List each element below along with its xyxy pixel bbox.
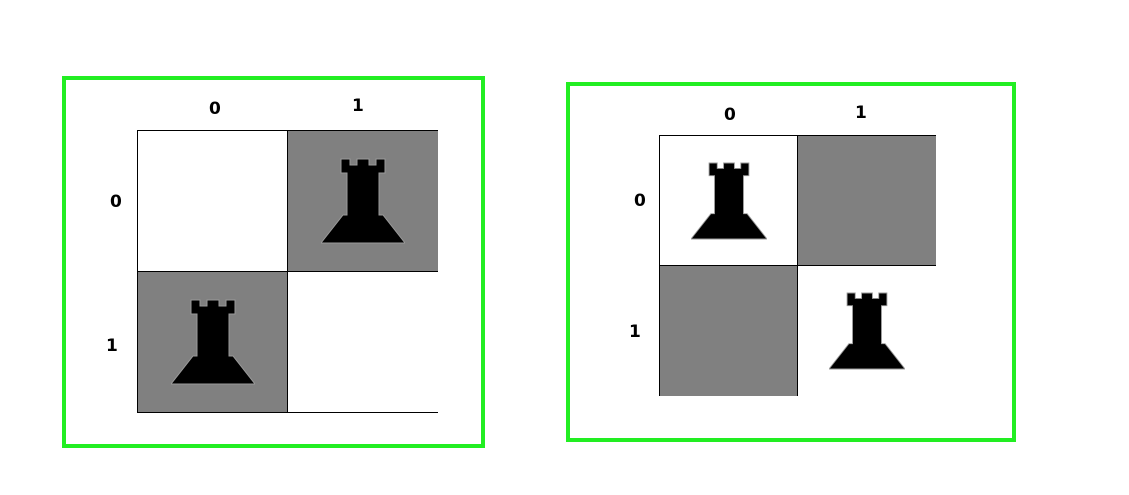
right-cell-1-0 (660, 266, 797, 396)
right-col-label-1: 1 (855, 103, 867, 123)
right-row-label-0: 0 (634, 191, 646, 211)
rook-icon (690, 162, 767, 239)
right-col-label-0: 0 (724, 105, 736, 125)
rook-icon (829, 292, 905, 370)
left-col-label-1: 1 (352, 96, 364, 116)
right-board-frame (566, 82, 1016, 442)
left-row-label-0: 0 (110, 192, 122, 212)
left-board-frame (62, 76, 485, 448)
left-row-label-1: 1 (106, 336, 118, 356)
left-col-label-0: 0 (209, 99, 221, 119)
right-cell-1-1 (798, 266, 936, 396)
left-cell-0-1 (288, 131, 438, 271)
right-row-label-1: 1 (629, 322, 641, 342)
left-cell-1-1 (288, 272, 438, 412)
rook-icon (321, 158, 405, 244)
right-cell-0-1 (798, 136, 936, 265)
left-cell-1-0 (138, 272, 287, 412)
right-chess-board (659, 135, 936, 396)
rook-icon (170, 299, 255, 385)
left-chess-board (137, 130, 438, 413)
left-cell-0-0 (138, 131, 287, 271)
right-cell-0-0 (660, 136, 797, 265)
